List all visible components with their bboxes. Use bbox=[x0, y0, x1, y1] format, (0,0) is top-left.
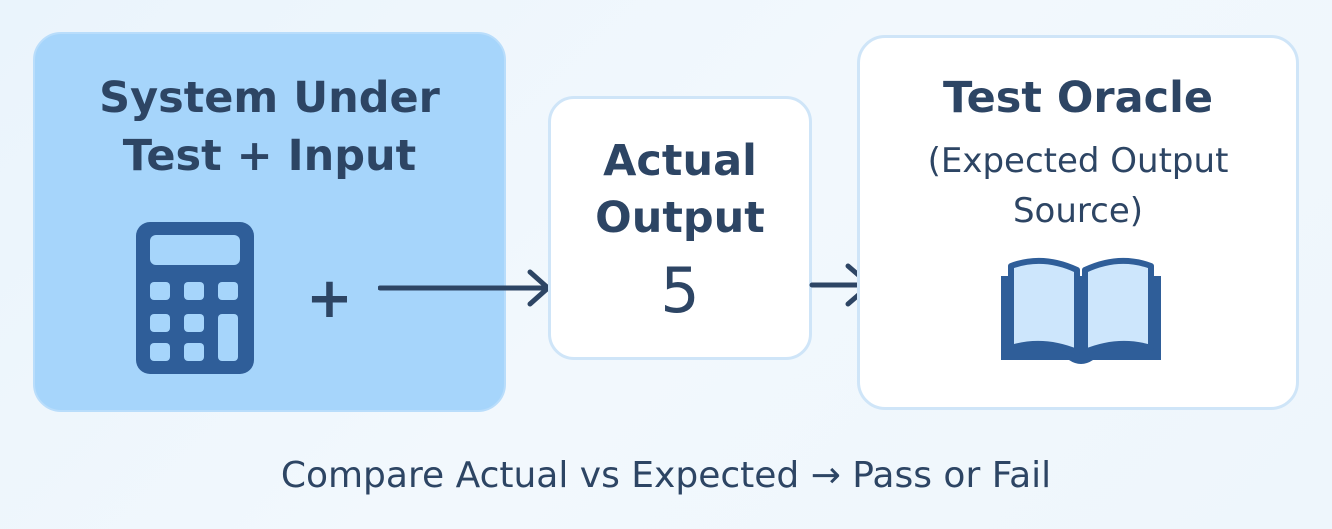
actual-title-line-1: Actual bbox=[603, 136, 757, 186]
calculator-icon bbox=[136, 222, 254, 374]
arrow-right-icon bbox=[378, 269, 551, 307]
actual-title-line-2: Output bbox=[595, 193, 765, 243]
actual-output-value: 5 bbox=[660, 254, 700, 327]
test-oracle-box: Test Oracle (Expected Output Source) bbox=[857, 35, 1299, 410]
sut-title-line-1: System Under bbox=[99, 73, 440, 123]
open-book-icon bbox=[1001, 257, 1161, 364]
oracle-subtitle-line-1: (Expected Output bbox=[927, 141, 1229, 181]
actual-output-box: Actual Output 5 bbox=[548, 96, 812, 360]
sut-title-line-2: Test + Input bbox=[122, 131, 417, 181]
system-under-test-title: System Under Test + Input bbox=[35, 69, 504, 185]
actual-output-title: Actual Output bbox=[551, 133, 809, 247]
caption: Compare Actual vs Expected → Pass or Fai… bbox=[280, 455, 1052, 496]
system-under-test-box: System Under Test + Input + bbox=[33, 32, 506, 412]
oracle-subtitle-line-2: Source) bbox=[1012, 191, 1144, 231]
test-oracle-title: Test Oracle bbox=[942, 73, 1214, 123]
plus-sign: + bbox=[306, 266, 353, 331]
test-oracle-subtitle: (Expected Output Source) bbox=[860, 136, 1296, 236]
